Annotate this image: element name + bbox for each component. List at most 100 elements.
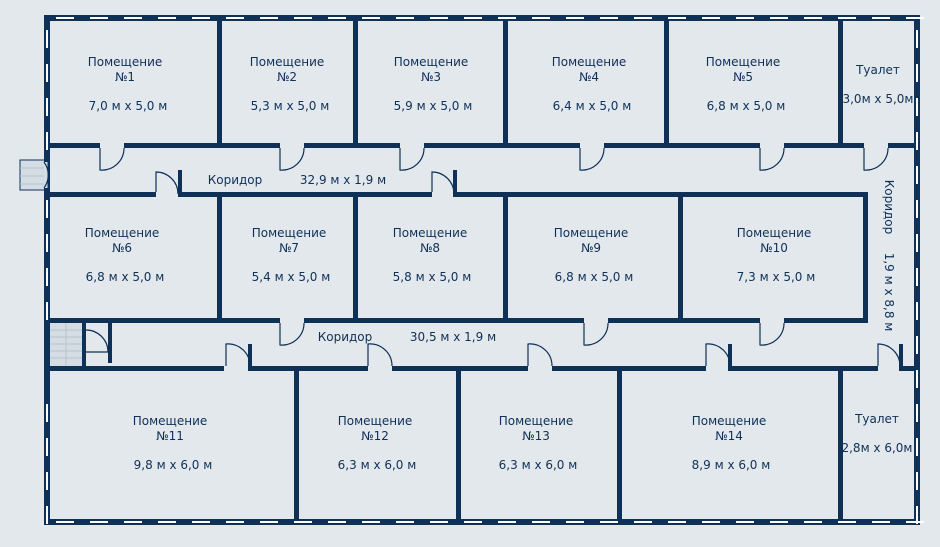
room-7-name: Помещение bbox=[252, 226, 327, 240]
window-top bbox=[906, 17, 924, 19]
door-r12 bbox=[367, 343, 393, 367]
wall-r10-right bbox=[863, 192, 868, 322]
door-r13 bbox=[527, 343, 553, 367]
room-13-name: Помещение bbox=[499, 414, 574, 428]
wall-corridor1-bottom-1 bbox=[44, 192, 156, 197]
window-left bbox=[46, 506, 48, 524]
window-bottom bbox=[362, 521, 380, 523]
wall-top-corridor-1 bbox=[44, 143, 100, 148]
entrance bbox=[19, 158, 50, 192]
wall-r4-r5 bbox=[664, 15, 669, 148]
wall-r9-r10 bbox=[678, 192, 683, 322]
wall-corridor2-stub-1 bbox=[248, 344, 252, 371]
window-bottom bbox=[90, 521, 108, 523]
corridor-1-name: Коридор bbox=[208, 173, 263, 187]
window-bottom bbox=[804, 521, 822, 523]
corridor-3-name: Коридор bbox=[882, 180, 896, 235]
room-5-name: Помещение bbox=[706, 55, 781, 69]
wall-r5-t1 bbox=[838, 15, 843, 148]
wall-corridor1-bottom-3 bbox=[456, 192, 868, 197]
window-bottom bbox=[56, 521, 74, 523]
window-bottom bbox=[838, 521, 856, 523]
window-left bbox=[46, 30, 48, 48]
window-left bbox=[46, 98, 48, 116]
window-bottom bbox=[770, 521, 788, 523]
room-14-name: Помещение bbox=[692, 414, 767, 428]
door-r10 bbox=[759, 322, 785, 346]
window-top bbox=[702, 17, 720, 19]
wall-r3-r4 bbox=[503, 15, 508, 148]
window-bottom bbox=[158, 521, 176, 523]
window-top bbox=[90, 17, 108, 19]
room-5-size: 6,8 м x 5,0 м bbox=[707, 99, 786, 113]
window-bottom bbox=[396, 521, 414, 523]
wall-mid-corridor-4 bbox=[784, 318, 868, 323]
window-right bbox=[916, 200, 918, 218]
wall-top-corridor-6 bbox=[784, 143, 864, 148]
toilet-1-name: Туалет bbox=[855, 63, 900, 77]
room-8-number: №8 bbox=[420, 241, 440, 255]
window-left bbox=[46, 404, 48, 422]
door-r14 bbox=[705, 343, 731, 367]
window-top bbox=[158, 17, 176, 19]
corridor-labels: Коридор 32,9 м x 1,9 м Коридор 30,5 м x … bbox=[208, 173, 896, 344]
window-right bbox=[916, 64, 918, 82]
wall-top-corridor-5 bbox=[604, 143, 760, 148]
window-left bbox=[46, 438, 48, 456]
window-bottom bbox=[430, 521, 448, 523]
window-right bbox=[916, 166, 918, 184]
corridor-2-name: Коридор bbox=[318, 330, 373, 344]
window-top bbox=[396, 17, 414, 19]
room-2-size: 5,3 м x 5,0 м bbox=[251, 99, 330, 113]
window-top bbox=[770, 17, 788, 19]
window-bottom bbox=[906, 521, 924, 523]
window-right bbox=[916, 302, 918, 320]
window-right bbox=[916, 234, 918, 252]
window-top bbox=[226, 17, 244, 19]
wall-corridor2-bottom-4 bbox=[552, 366, 706, 371]
wall-corridor2-bottom-2 bbox=[250, 366, 368, 371]
window-bottom bbox=[498, 521, 516, 523]
room-14-number: №14 bbox=[715, 429, 743, 443]
wall-top-corridor-7 bbox=[888, 143, 920, 148]
window-right bbox=[916, 98, 918, 116]
wall-r7-r8 bbox=[353, 192, 358, 322]
room-2-number: №2 bbox=[277, 70, 297, 84]
windows bbox=[46, 17, 924, 524]
corridor-2-size: 30,5 м x 1,9 м bbox=[410, 330, 496, 344]
room-12-size: 6,3 м x 6,0 м bbox=[338, 458, 417, 472]
window-right bbox=[916, 370, 918, 388]
corridor-3-size: 1,9 м x 8,8 м bbox=[882, 253, 896, 332]
wall-corridor2-bottom-5 bbox=[730, 366, 878, 371]
window-top bbox=[124, 17, 142, 19]
window-top bbox=[260, 17, 278, 19]
window-top bbox=[566, 17, 584, 19]
room-4-size: 6,4 м x 5,0 м bbox=[553, 99, 632, 113]
wall-top-corridor-4 bbox=[424, 143, 580, 148]
window-right bbox=[916, 506, 918, 524]
room-5-number: №5 bbox=[733, 70, 753, 84]
room-3-name: Помещение bbox=[394, 55, 469, 69]
window-left bbox=[46, 64, 48, 82]
window-right bbox=[916, 30, 918, 48]
window-left bbox=[46, 472, 48, 490]
window-bottom bbox=[566, 521, 584, 523]
room-10-size: 7,3 м x 5,0 м bbox=[737, 270, 816, 284]
window-bottom bbox=[600, 521, 618, 523]
window-right bbox=[916, 472, 918, 490]
window-bottom bbox=[464, 521, 482, 523]
window-bottom bbox=[634, 521, 652, 523]
door-r9 bbox=[583, 322, 609, 346]
window-left bbox=[46, 268, 48, 286]
room-6-size: 6,8 м x 5,0 м bbox=[86, 270, 165, 284]
